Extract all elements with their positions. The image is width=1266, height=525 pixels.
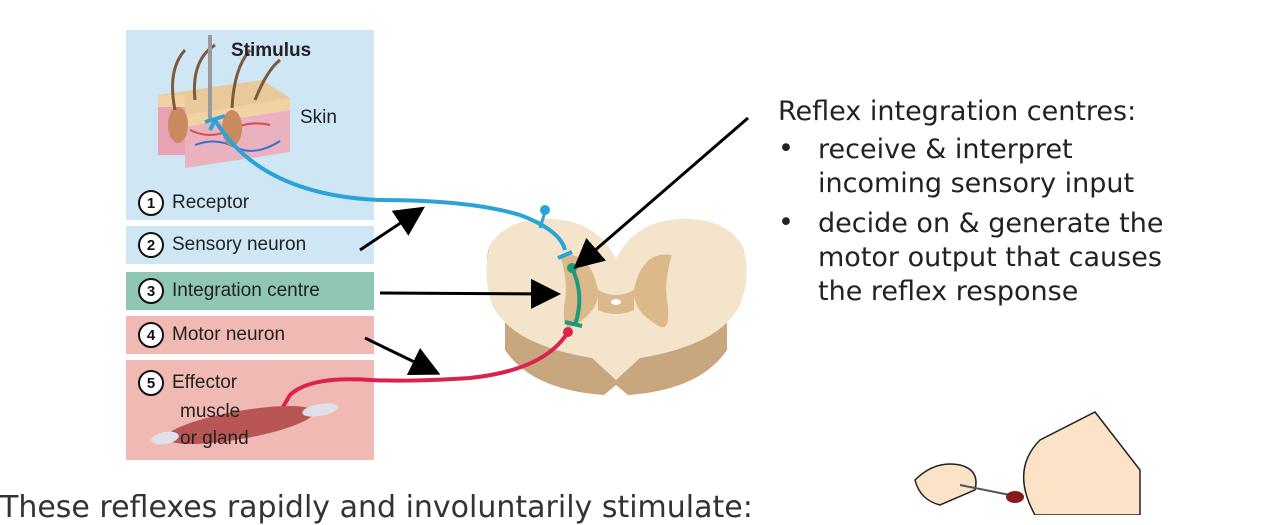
knee-reflex-illustration [914, 411, 1141, 515]
bullet-text: decide on & generate the motor output th… [818, 208, 1164, 307]
step-receptor: 1 Receptor [126, 190, 374, 216]
step-motor-neuron: 4 Motor neuron [126, 322, 374, 348]
step-label: Effector [172, 372, 238, 393]
integration-panel-bg [126, 272, 374, 310]
explanation-title: Reflex integration centres: [778, 96, 1137, 127]
arrow-sensory [359, 206, 425, 252]
footer-text: These reflexes rapidly and involuntarily… [0, 490, 753, 525]
arrow-integration [379, 278, 561, 309]
muscle-illustration [151, 403, 338, 445]
step-effector: 5 Effector [126, 370, 374, 396]
explanation-bullet: • receive & interpret incoming sensory i… [778, 133, 1178, 201]
effector-description: muscle or gland [180, 398, 249, 452]
effector-line: or gland [180, 428, 249, 449]
step-number: 4 [138, 322, 164, 348]
step-integration-centre: 3 Integration centre [126, 278, 374, 304]
interneuron [570, 267, 582, 326]
arrow-motor [364, 336, 441, 376]
sensory-terminal [557, 250, 573, 260]
bullet-dot: • [778, 207, 794, 238]
stimulus-label: Stimulus [231, 40, 312, 61]
spinal-cord-illustration [486, 219, 747, 395]
step-number: 2 [138, 232, 164, 258]
bullet-text: receive & interpret incoming sensory inp… [818, 134, 1135, 199]
step-label: Integration centre [172, 280, 320, 301]
step-number: 5 [138, 370, 164, 396]
explanation-bullet: • decide on & generate the motor output … [778, 207, 1178, 309]
skin-illustration [158, 43, 290, 168]
bullet-dot: • [778, 133, 794, 164]
step-label: Sensory neuron [172, 234, 307, 255]
step-number: 1 [138, 190, 164, 216]
step-number: 3 [138, 278, 164, 304]
skin-label: Skin [300, 107, 337, 128]
sensory-neuron-bg [126, 226, 374, 264]
sensory-neuron-ending [204, 114, 226, 131]
step-sensory-neuron: 2 Sensory neuron [126, 232, 374, 258]
sensory-neuron [213, 118, 567, 251]
arrow-centre [573, 116, 749, 269]
interneuron-terminal [564, 320, 583, 328]
motor-neuron-bg [126, 316, 374, 354]
sensory-ganglion [540, 205, 550, 215]
integration-explanation: Reflex integration centres: • receive & … [778, 96, 1178, 309]
effector-line: muscle [180, 401, 241, 422]
step-label: Receptor [172, 192, 250, 213]
step-label: Motor neuron [172, 324, 286, 345]
motor-neuron [278, 330, 570, 414]
